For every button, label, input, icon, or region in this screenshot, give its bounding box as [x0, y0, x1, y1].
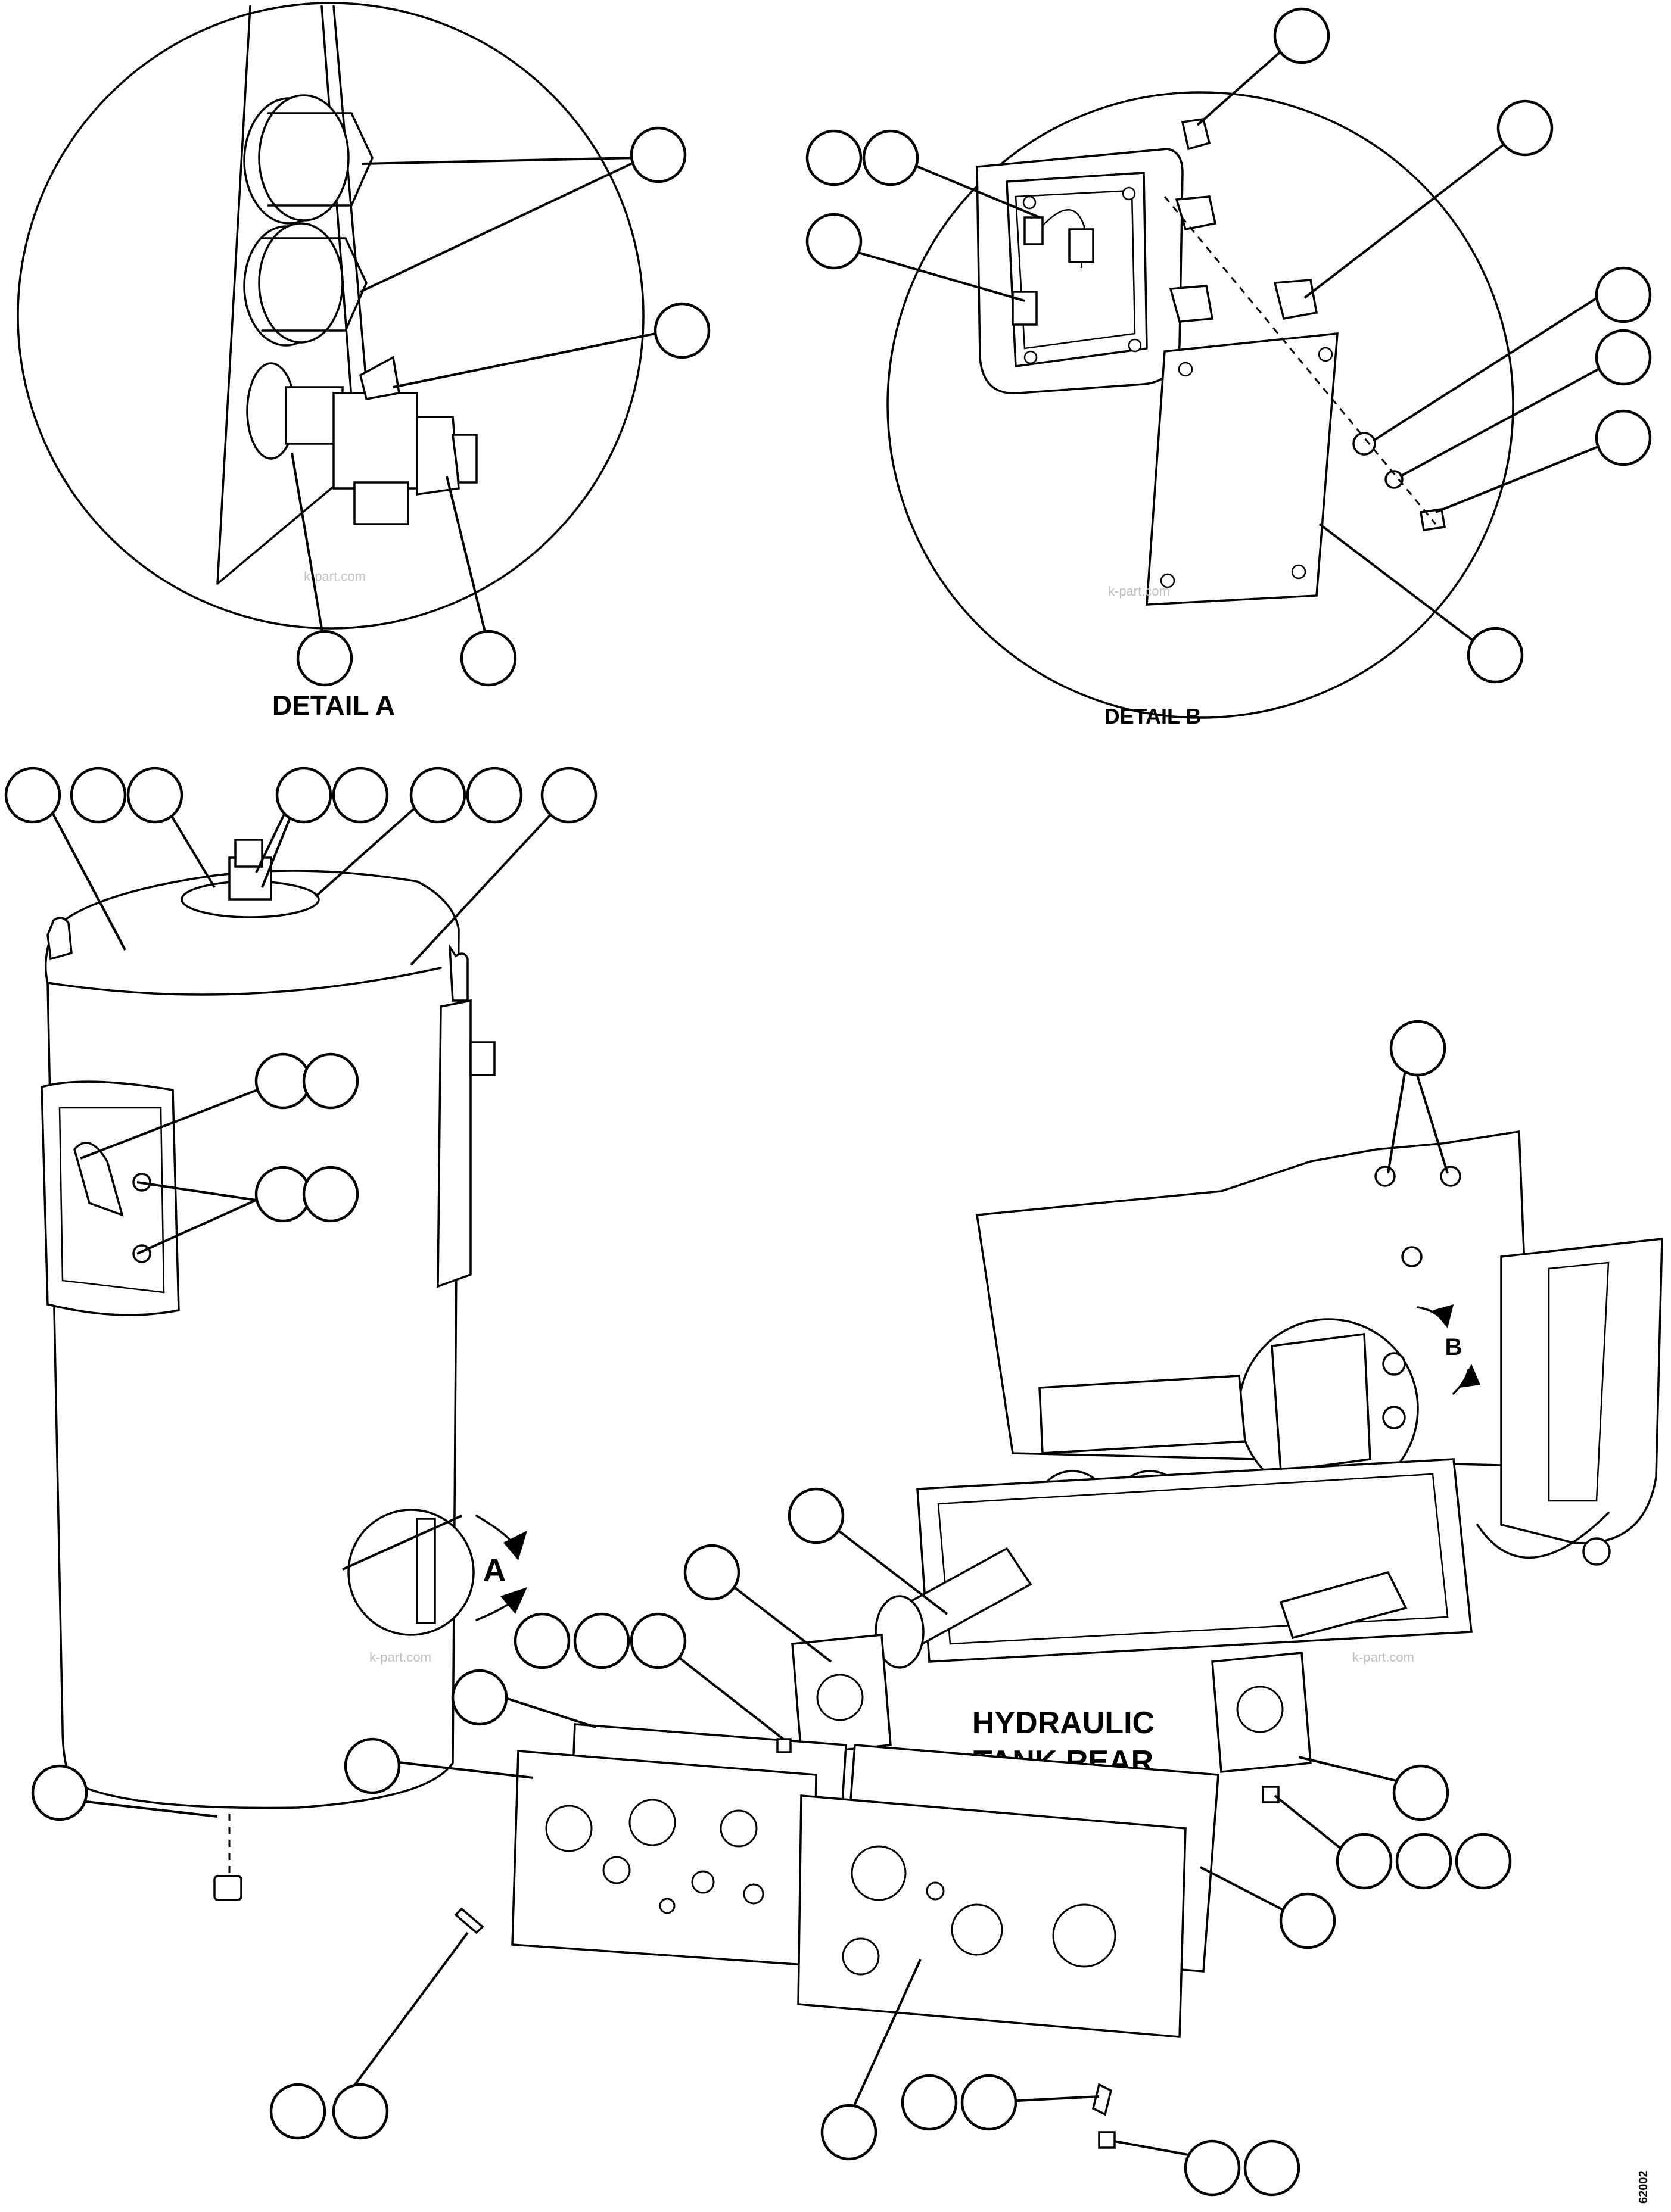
callout-bubble: [1395, 1833, 1452, 1890]
callout-bubble: [960, 2074, 1017, 2131]
callout-bubble: [1595, 409, 1652, 466]
detail-b-label: DETAIL B: [1104, 704, 1202, 728]
detail-a-valve: [246, 356, 478, 525]
callout-bubble: [540, 767, 598, 824]
detail-a-label: DETAIL A: [272, 690, 395, 721]
callout-bubble: [573, 1612, 630, 1669]
detail-b-leaders: [819, 35, 1622, 656]
callout-bubble: [788, 1487, 845, 1544]
callout-bubble: [466, 767, 523, 824]
callout-bubble: [1496, 99, 1554, 157]
callout-bubble: [4, 767, 61, 824]
callout-bubble: [1184, 2139, 1241, 2197]
detail-a-plug-middle: [243, 222, 368, 347]
bolt: [1091, 2083, 1113, 2116]
callout-bubble: [409, 767, 466, 824]
callout-bubble: [70, 767, 127, 824]
callout-bubble: [460, 630, 517, 687]
callout-bubble: [332, 2083, 389, 2140]
callout-bubble: [1467, 627, 1524, 684]
callout-bubble: [344, 1737, 401, 1794]
watermark-rear: k-part.com: [1352, 1650, 1414, 1665]
callout-bubble: [1595, 266, 1652, 323]
drain-plug: [213, 1875, 242, 1901]
callout-bubble: [1392, 1764, 1449, 1821]
bolt: [776, 1738, 792, 1753]
callout-bubble: [1455, 1833, 1512, 1890]
callout-bubble: [1389, 1020, 1446, 1077]
callout-bubble: [862, 129, 919, 186]
detail-a-leaders: [291, 157, 671, 647]
callout-bubble: [332, 767, 389, 824]
manifold-plate-left: [511, 1723, 847, 1967]
callout-bubble: [630, 1612, 687, 1669]
arrowhead: [503, 1531, 527, 1560]
callout-bubble: [1595, 329, 1652, 386]
callout-bubble: [901, 2074, 958, 2131]
callout-bubble: [630, 126, 687, 183]
callout-bubble: [302, 1166, 359, 1223]
callout-bubble: [269, 2083, 326, 2140]
detail-a-plug-upper: [243, 94, 374, 225]
callout-bubble: [254, 1166, 312, 1223]
callout-bubble: [1243, 2139, 1300, 2197]
watermark-detail-b: k-part.com: [1108, 584, 1170, 599]
callout-b-letter: B: [1445, 1334, 1462, 1360]
arrowhead: [500, 1587, 527, 1614]
callout-bubble: [654, 302, 711, 359]
callout-bubble: [683, 1544, 740, 1601]
callout-bubble: [805, 129, 863, 186]
callout-bubble: [1273, 7, 1330, 64]
callout-bubble: [514, 1612, 571, 1669]
callout-bubble: [126, 767, 183, 824]
figure-code: 62002: [1637, 2170, 1650, 2204]
bolt: [1262, 1786, 1280, 1803]
callout-bubble: [451, 1669, 508, 1726]
watermark-tank: k-part.com: [369, 1650, 431, 1665]
callout-bubble: [254, 1052, 312, 1110]
detail-b-circle: [886, 91, 1514, 719]
callout-bubble: [1279, 1892, 1336, 1949]
callout-a-letter: A: [483, 1553, 506, 1588]
callout-bubble: [805, 213, 863, 270]
arrowhead: [1460, 1364, 1480, 1388]
callout-bubble: [31, 1764, 88, 1821]
callout-bubble: [296, 630, 353, 687]
bolt: [1098, 2131, 1116, 2149]
callout-bubble: [820, 2104, 877, 2161]
tank-rear-label-line1: HYDRAULIC: [972, 1706, 1155, 1740]
arrowhead: [1433, 1304, 1454, 1328]
tank-rear-assembly: [791, 1130, 1663, 1773]
hydraulic-tank: [41, 839, 496, 1809]
callout-bubble: [275, 767, 332, 824]
callout-bubble: [302, 1052, 359, 1110]
manifold-plate-right: [797, 1744, 1219, 2038]
callout-bubble: [1336, 1833, 1393, 1890]
bolt: [454, 1907, 484, 1934]
